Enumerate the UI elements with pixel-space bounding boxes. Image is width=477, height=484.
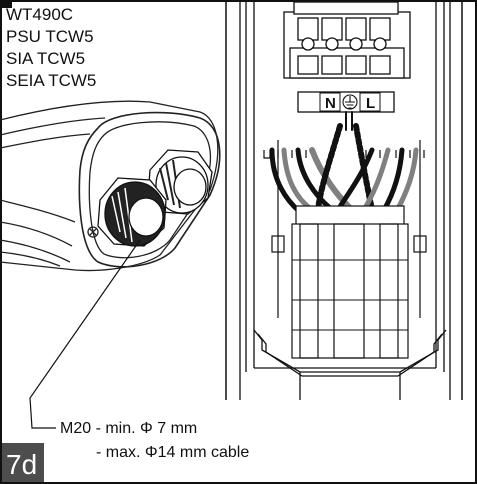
- left-panel-top-mark: [0, 0, 12, 8]
- terminal-label-l-box: [359, 92, 381, 112]
- gland-leader-line: [29, 239, 141, 429]
- cable-channels: [263, 140, 427, 359]
- cable-gland-lower: [97, 177, 167, 247]
- figure-label-box: [2, 443, 44, 482]
- right-panel: N L: [239, 0, 463, 400]
- terminal-label-n-box: [319, 92, 341, 112]
- model-name-3: SIA TCW5: [6, 49, 85, 68]
- cable-clamp: [239, 329, 451, 400]
- model-name-2: PSU TCW5: [6, 27, 94, 46]
- terminal-connector: [283, 1, 411, 79]
- luminaire-body: [0, 100, 221, 272]
- figure-label: 7d: [6, 449, 37, 480]
- earth-ground-icon: [342, 94, 358, 110]
- wires: [269, 111, 419, 215]
- cable-spec-line-2: - max. Φ14 mm cable: [96, 444, 249, 461]
- terminal-label-live: L: [366, 95, 375, 112]
- model-name-4: SEIA TCW5: [6, 71, 96, 90]
- terminal-label-neutral: N: [325, 95, 336, 112]
- model-name-1: WT490C: [6, 5, 73, 24]
- cable-spec-line-1: M20 - min. Φ 7 mm: [60, 420, 197, 437]
- terminal-screws: [297, 17, 391, 75]
- left-panel: WT490C PSU TCW5 SIA TCW5 SEIA TCW5: [0, 0, 227, 429]
